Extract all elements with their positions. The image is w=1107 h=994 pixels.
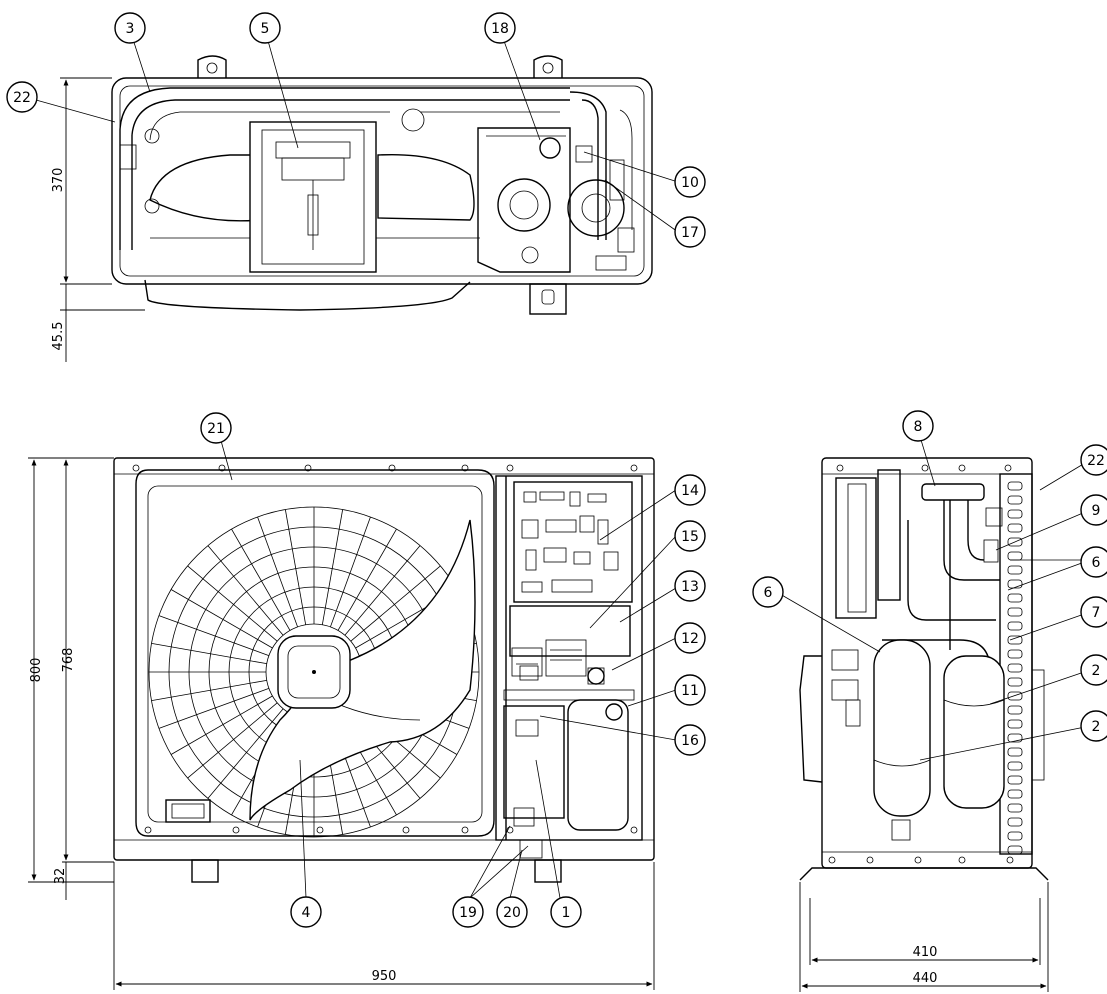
- dim-top-base: 45.5: [51, 322, 66, 351]
- svg-text:4: 4: [302, 905, 311, 921]
- svg-text:6: 6: [1092, 555, 1101, 571]
- svg-text:3: 3: [126, 21, 135, 37]
- svg-text:16: 16: [681, 733, 699, 749]
- callout-2-upper: 2: [1080, 654, 1107, 686]
- svg-text:10: 10: [681, 175, 699, 191]
- svg-text:22: 22: [13, 90, 31, 106]
- callout-22-top: 22: [6, 81, 38, 113]
- callout-22-side: 22: [1080, 444, 1107, 476]
- svg-text:19: 19: [459, 905, 477, 921]
- top-view: [111, 55, 653, 315]
- svg-text:14: 14: [681, 483, 699, 499]
- callout-6-right: 6: [1080, 546, 1107, 578]
- callout-21: 21: [200, 412, 232, 444]
- callout-19: 19: [452, 896, 484, 928]
- callout-14: 14: [674, 474, 706, 506]
- svg-text:18: 18: [491, 21, 509, 37]
- svg-text:17: 17: [681, 225, 699, 241]
- callout-6-left: 6: [752, 576, 784, 608]
- callout-15: 15: [674, 520, 706, 552]
- callout-5: 5: [249, 12, 281, 44]
- callout-17: 17: [674, 216, 706, 248]
- callout-7: 7: [1080, 596, 1107, 628]
- callout-11: 11: [674, 674, 706, 706]
- svg-text:20: 20: [503, 905, 521, 921]
- dim-front-height-total: 800: [29, 658, 44, 683]
- svg-text:15: 15: [681, 529, 699, 545]
- callout-12: 12: [674, 622, 706, 654]
- callout-8: 8: [902, 410, 934, 442]
- callout-3: 3: [114, 12, 146, 44]
- callout-20: 20: [496, 896, 528, 928]
- callout-9: 9: [1080, 494, 1107, 526]
- dim-front-height-body: 768: [61, 648, 76, 673]
- svg-text:11: 11: [681, 683, 699, 699]
- svg-text:5: 5: [261, 21, 270, 37]
- svg-text:2: 2: [1092, 719, 1101, 735]
- dim-side-width-inner: 410: [913, 945, 938, 960]
- svg-text:1: 1: [562, 905, 571, 921]
- callout-18: 18: [484, 12, 516, 44]
- svg-text:9: 9: [1092, 503, 1101, 519]
- dim-front-base: 32: [53, 868, 68, 885]
- svg-text:2: 2: [1092, 663, 1101, 679]
- front-view-dimensions: 800 768 32 950: [28, 457, 655, 990]
- svg-text:21: 21: [207, 421, 225, 437]
- side-view: [799, 457, 1049, 881]
- callout-13: 13: [674, 570, 706, 602]
- callout-1: 1: [550, 896, 582, 928]
- svg-text:12: 12: [681, 631, 699, 647]
- side-view-dimensions: 410 440: [799, 882, 1049, 992]
- dim-top-depth: 370: [51, 168, 66, 193]
- dim-side-width-outer: 440: [913, 971, 938, 986]
- callout-2-lower: 2: [1080, 710, 1107, 742]
- callout-16: 16: [674, 724, 706, 756]
- callout-10: 10: [674, 166, 706, 198]
- svg-text:13: 13: [681, 579, 699, 595]
- top-view-dimensions: 370 45.5: [51, 77, 145, 362]
- svg-text:22: 22: [1087, 453, 1105, 469]
- front-view: [113, 457, 655, 883]
- dim-front-width: 950: [372, 969, 397, 984]
- callout-4: 4: [290, 896, 322, 928]
- control-pcb: [521, 491, 619, 593]
- callouts: 3 5 18 22 10 17 21 14 15 13 12 11 16 4 1…: [6, 12, 1107, 928]
- callout-leaders: [35, 29, 1091, 899]
- svg-text:6: 6: [764, 585, 773, 601]
- svg-text:8: 8: [914, 419, 923, 435]
- svg-text:7: 7: [1092, 605, 1101, 621]
